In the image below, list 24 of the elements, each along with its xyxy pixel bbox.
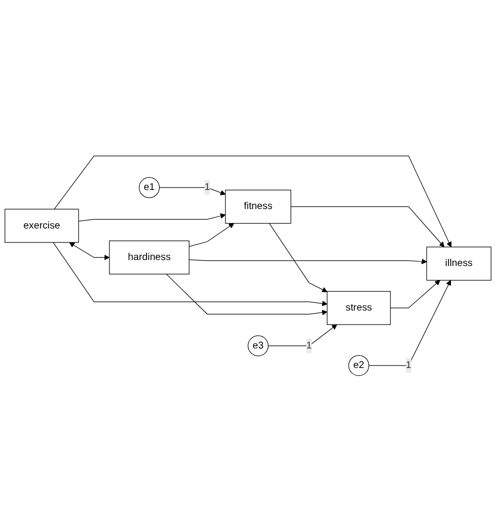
node-box: hardiness [109,240,190,274]
node-box: fitness [225,189,292,224]
arrow [78,213,226,222]
arrow [368,280,451,366]
arrow [188,258,427,264]
node-circle: e2 [348,354,370,376]
arrow [159,187,226,195]
arrow [188,222,234,247]
node-circle: e1 [138,176,160,198]
arrow [390,280,440,308]
node-box: illness [426,246,492,280]
arrow [69,242,110,260]
arrow [52,242,328,306]
edge-label: 1 [306,340,312,350]
arrow [268,222,328,292]
arrow [290,206,444,247]
edge-label: 1 [204,182,210,192]
node-box: stress [326,290,391,325]
node-box: exercise [4,208,79,242]
edge-label: 1 [406,360,412,370]
node-circle: e3 [248,335,269,356]
arrow [268,324,338,346]
arrow [166,274,328,315]
arrow [54,155,452,247]
